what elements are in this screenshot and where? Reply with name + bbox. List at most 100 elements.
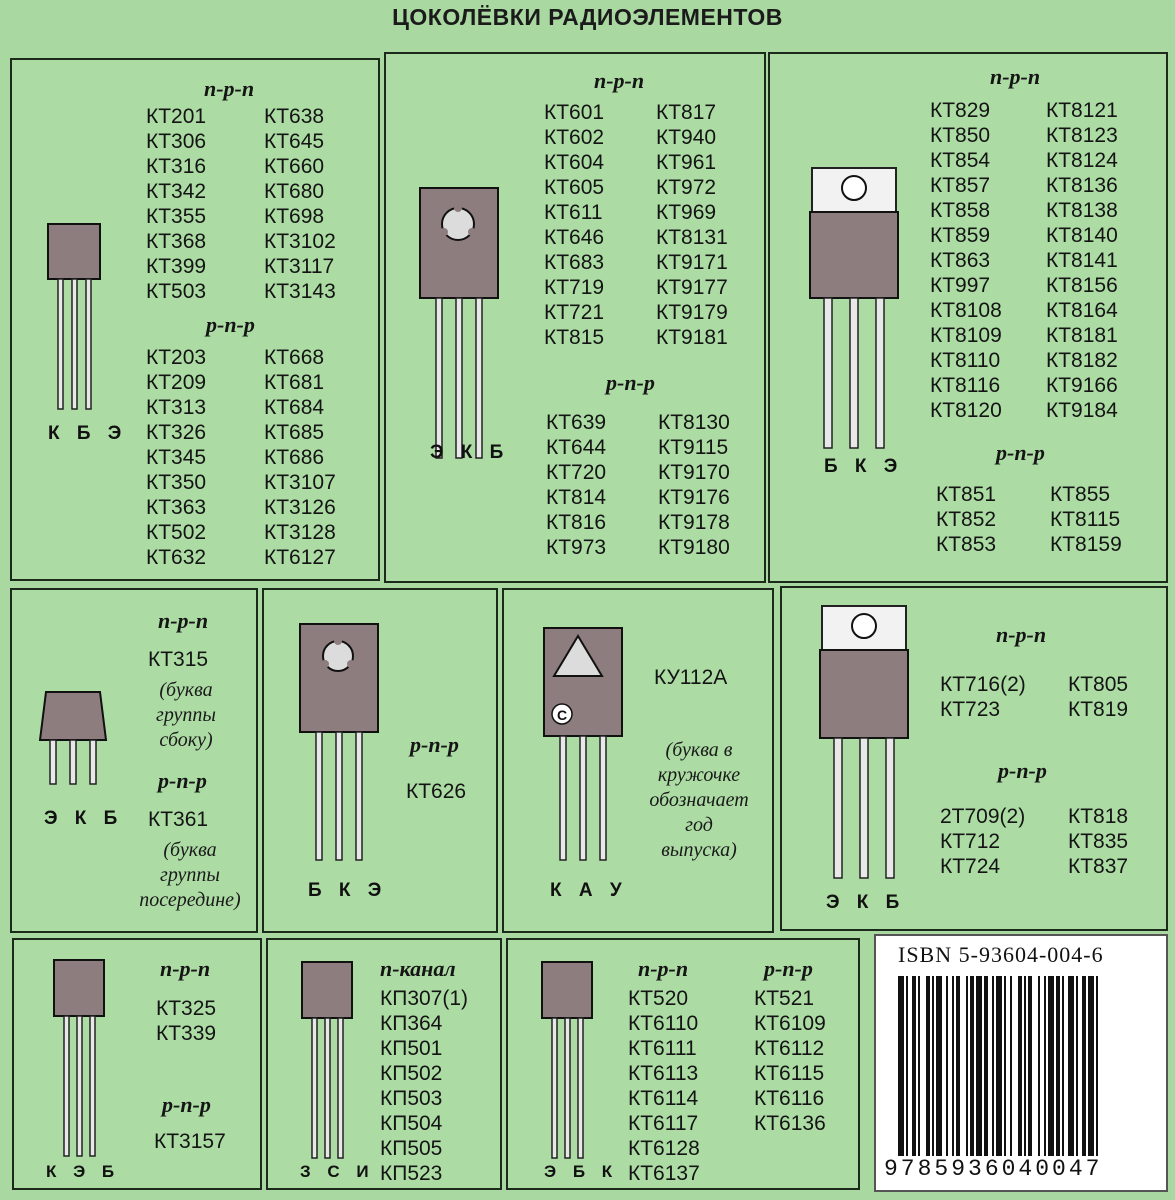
part-number: КТ6114 [628,1087,699,1110]
part-number: КТ646 [544,226,605,249]
part-number: КТ9184 [1046,399,1118,422]
barcode-bar [946,976,948,1156]
part-number: КТ721 [544,301,605,324]
npn-header: n-p-n [160,956,211,981]
part-number: КТ6128 [628,1137,700,1160]
pnp-header: p-n-p [606,370,655,395]
barcode-bar [1004,976,1006,1156]
part-number: КТ345 [146,446,207,469]
part-number: КТ719 [544,276,605,299]
part-number: КП505 [380,1137,443,1160]
channel-header: n-канал [380,956,456,981]
part-number: КТ6112 [754,1037,825,1060]
part-number: КТ644 [546,436,607,459]
note-line: обозначает [649,789,749,811]
pinout-label: Э Б К [544,1162,619,1181]
part-number: КТ720 [546,461,607,484]
year-badge-letter: С [557,707,567,723]
barcode-bar [992,976,994,1156]
note-line: сбоку) [159,729,213,751]
part-number: КТ686 [264,446,325,469]
barcode-bar [918,976,920,1156]
transistor-to220-icon [819,605,909,879]
part-number: КТ940 [656,126,717,149]
fet-to92-icon [301,961,353,1159]
part-number: КТ8115 [1050,508,1121,531]
note-line: группы [156,704,216,726]
part-number: КТ8124 [1046,149,1118,172]
barcode-bar [1038,976,1040,1156]
part-number: КТ805 [1068,673,1129,696]
part-number: КТ855 [1050,483,1111,506]
part-label: КТ626 [406,780,467,803]
barcode-bar [976,976,982,1156]
pinout-label: К А У [550,880,628,901]
part-number: КТ503 [146,280,207,303]
part-number: КТ854 [930,149,991,172]
part-number: КТ6111 [628,1037,697,1060]
barcode-bar [1076,976,1078,1156]
pnp-part: КТ361 [148,808,209,831]
barcode-bar [1044,976,1046,1156]
part-number: КП501 [380,1037,443,1060]
npn-part: КТ315 [148,648,209,671]
part-number: КТ306 [146,130,207,153]
barcode-bar [1096,976,1098,1156]
note-line: выпуска) [661,839,737,861]
part-number: КТ972 [656,176,717,199]
part-number: КТ863 [930,249,991,272]
barcode-bar [1048,976,1054,1156]
part-number: КТ8116 [930,374,1001,397]
part-number: КТ6136 [754,1112,826,1135]
part-number: КТ668 [264,346,325,369]
part-number: КТ611 [544,201,603,224]
barcode-bar [1024,976,1026,1156]
pinout-label: Б К Э [824,456,904,477]
npn-list-col1: КТ716(2)КТ723 [940,672,1026,722]
barcode-bar [912,976,916,1156]
part-number: КТ724 [940,855,1001,878]
part-number: КТ684 [264,396,325,419]
pinout-label: Б К Э [308,880,388,901]
part-number: КТ852 [936,508,997,531]
part-number: КТ814 [546,486,607,509]
part-number: КТ8182 [1046,349,1118,372]
part-number: КТ350 [146,471,207,494]
part-number: КТ712 [940,830,1001,853]
part-number: КТ3117 [264,255,335,278]
barcode-bar [1018,976,1022,1156]
part-number: КТ835 [1068,830,1129,853]
part-number: КТ8138 [1046,199,1118,222]
part-number: КТ6116 [754,1087,825,1110]
part-number: КП523 [380,1162,443,1185]
part-number: 2Т709(2) [940,805,1026,828]
part-number: КТ6137 [628,1162,700,1185]
barcode-bar [926,976,930,1156]
part-number: КТ399 [146,255,207,278]
part-number: КТ8130 [658,411,730,434]
part-number: КТ969 [656,201,717,224]
part-number: КТ645 [264,130,325,153]
npn-header: n-p-n [990,64,1041,89]
barcode-bar [1056,976,1060,1156]
part-number: КТ325 [156,997,217,1020]
part-number: КТ8120 [930,399,1002,422]
part-number: КТ368 [146,230,207,253]
barcode-bar [932,976,934,1156]
transistor-kt315-icon [38,691,108,785]
part-number: КТ6110 [628,1012,699,1035]
part-number: КТ9177 [656,276,728,299]
part-number: КТ342 [146,180,207,203]
